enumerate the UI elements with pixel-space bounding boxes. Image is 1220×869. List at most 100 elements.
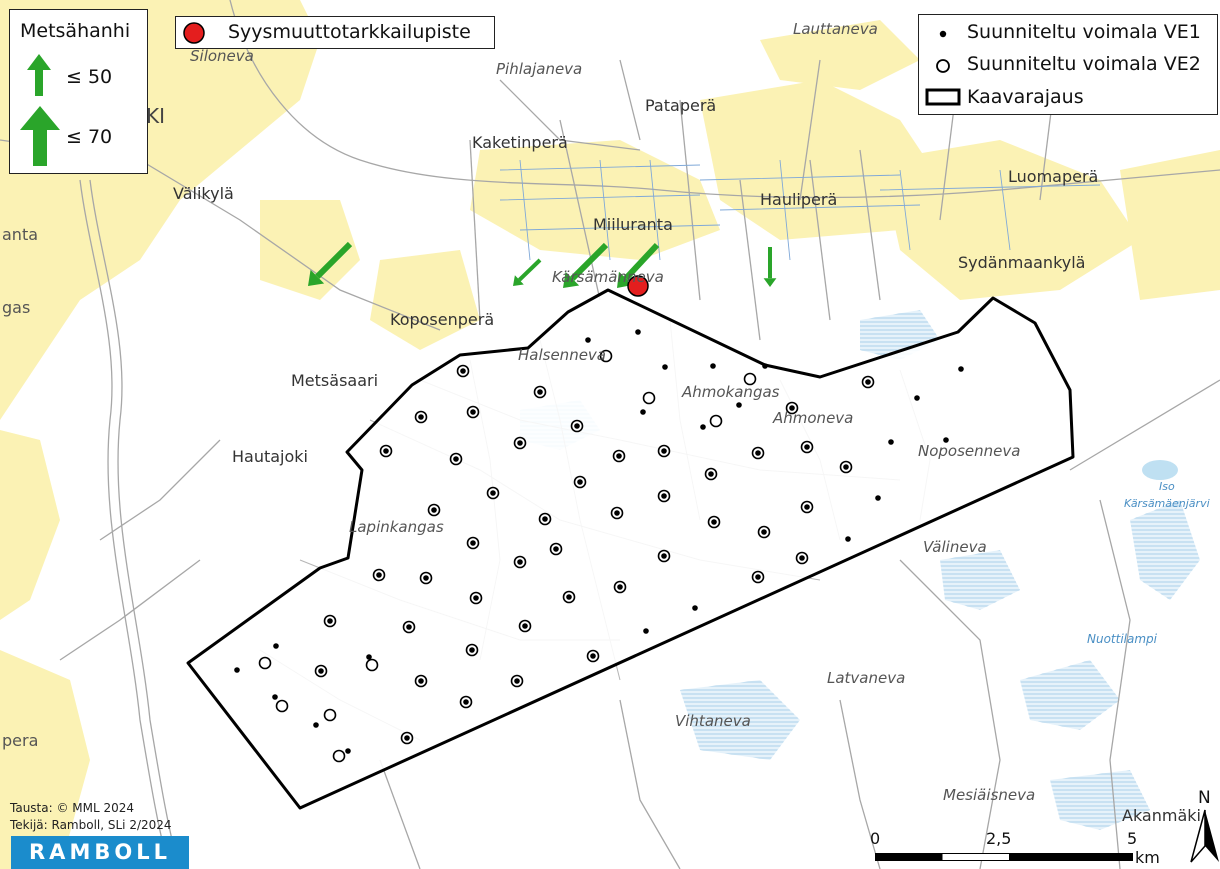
- ve2-ring-icon: [936, 59, 950, 73]
- ve1-turbine: [708, 471, 714, 477]
- ve1-turbine: [865, 379, 871, 385]
- place-kaketinpera: Kaketinperä: [472, 133, 568, 152]
- place-haulipera: Hauliperä: [760, 190, 838, 209]
- plan-boundary: [186, 288, 1075, 810]
- ve1-legend-label: Suunniteltu voimala VE1: [967, 21, 1201, 43]
- ve1-turbine: [517, 559, 523, 565]
- ve2-turbine: [365, 658, 379, 672]
- goose-arrow-head: [308, 269, 325, 286]
- ve1-turbine: [711, 519, 717, 525]
- goose-arrow-shaft: [570, 242, 609, 281]
- ve1-turbine: [406, 624, 412, 630]
- place-ahmoneva: Ahmoneva: [773, 409, 854, 427]
- place-patapera: Pataperä: [645, 96, 717, 115]
- ve1-turbine: [761, 529, 767, 535]
- species-legend-small: ≤ 50: [66, 66, 113, 88]
- ve1-turbine: [585, 337, 591, 343]
- ve1-turbine: [700, 424, 706, 430]
- ve1-turbine: [943, 437, 949, 443]
- red-point-icon: [183, 22, 205, 44]
- ve1-turbine: [366, 654, 372, 660]
- ve2-turbine: [599, 349, 613, 363]
- place-nuottilampi: Nuottilampi: [1087, 632, 1157, 646]
- north-label: N: [1198, 788, 1211, 808]
- ve1-turbine: [661, 553, 667, 559]
- goose-arrow-head: [563, 271, 580, 288]
- ve1-turbine: [914, 395, 920, 401]
- place-mesiaisneva: Mesiäisneva: [943, 786, 1036, 804]
- place-pera: pera: [2, 731, 39, 750]
- ve1-turbine: [469, 647, 475, 653]
- place-valineva: Välineva: [923, 538, 987, 556]
- roads-dense: [499, 159, 1101, 261]
- ve1-turbine: [273, 643, 279, 649]
- place-latvaneva: Latvaneva: [827, 669, 906, 687]
- ve2-turbine: [323, 708, 337, 722]
- boundary-legend-label: Kaavarajaus: [967, 86, 1084, 108]
- arrow-large-icon: [20, 106, 60, 166]
- place-hautajoki: Hautajoki: [232, 447, 308, 466]
- place-metsasaari: Metsäsaari: [291, 371, 379, 390]
- ve1-turbine: [614, 510, 620, 516]
- place-gas: gas: [2, 298, 31, 317]
- place-miiluranta: Miiluranta: [593, 215, 673, 234]
- ve1-turbine: [710, 363, 716, 369]
- ve1-turbine: [804, 444, 810, 450]
- scale-tick-2-5: 2,5: [986, 829, 1012, 848]
- ve1-turbine: [404, 735, 410, 741]
- ve1-dot-icon: [939, 30, 947, 38]
- ve1-turbine: [431, 507, 437, 513]
- ve1-turbine: [418, 414, 424, 420]
- goose-arrow-shaft: [517, 258, 542, 282]
- ve1-turbine: [327, 618, 333, 624]
- place-valikyla: Välikylä: [173, 184, 234, 203]
- ve1-turbine: [762, 363, 768, 369]
- ve1-turbine: [383, 448, 389, 454]
- goose-arrow-head: [763, 278, 777, 287]
- ve1-turbine: [789, 405, 795, 411]
- ve1-turbine: [635, 329, 641, 335]
- ve1-turbine: [418, 678, 424, 684]
- ve1-turbine: [843, 464, 849, 470]
- place-siloneva: Siloneva: [190, 47, 254, 65]
- ve2-legend-label: Suunniteltu voimala VE2: [967, 53, 1201, 75]
- ve1-turbine: [616, 453, 622, 459]
- goose-arrow-head: [513, 275, 524, 286]
- ve1-turbine: [522, 623, 528, 629]
- ve2-turbine: [332, 749, 346, 763]
- observation-point: [627, 275, 649, 297]
- species-legend: Metsähanhi ≤ 50 ≤ 70: [9, 9, 148, 174]
- ve1-turbine: [234, 667, 240, 673]
- ve1-turbine: [845, 536, 851, 542]
- ve1-turbine: [661, 448, 667, 454]
- ve1-turbine: [692, 605, 698, 611]
- place-sydanmaankyla: Sydänmaankylä: [958, 253, 1086, 272]
- ve1-turbine: [958, 366, 964, 372]
- place-ahmokangas: Ahmokangas: [682, 383, 780, 401]
- place-lauttaneva: Lauttaneva: [793, 20, 878, 38]
- ve1-turbine: [473, 595, 479, 601]
- goose-arrows: [308, 241, 777, 288]
- ve1-turbine: [875, 495, 881, 501]
- ve1-turbine: [617, 584, 623, 590]
- ve1-turbine: [313, 722, 319, 728]
- ve1-turbine: [577, 479, 583, 485]
- place-akanmaki: Akanmäki: [1122, 806, 1201, 825]
- ve2-turbine: [743, 372, 757, 386]
- ve1-turbine: [537, 389, 543, 395]
- ve1-turbine: [463, 699, 469, 705]
- ve1-turbine: [566, 594, 572, 600]
- arrow-small-icon: [27, 54, 51, 96]
- ve1-turbine: [376, 572, 382, 578]
- ve1-turbine: [517, 440, 523, 446]
- scalebar: [875, 853, 1133, 861]
- point-legend: Syysmuuttotarkkailupiste: [175, 16, 495, 49]
- ve1-turbine: [590, 653, 596, 659]
- scale-tick-5: 5: [1127, 829, 1138, 848]
- ve1-turbine: [345, 748, 351, 754]
- place-noposenneva: Noposenneva: [918, 442, 1021, 460]
- turbines: [234, 329, 964, 763]
- species-legend-title: Metsähanhi: [20, 20, 131, 42]
- credit-background: Tausta: © MML 2024: [10, 801, 135, 815]
- turbine-legend: Suunniteltu voimala VE1 Suunniteltu voim…: [918, 14, 1218, 115]
